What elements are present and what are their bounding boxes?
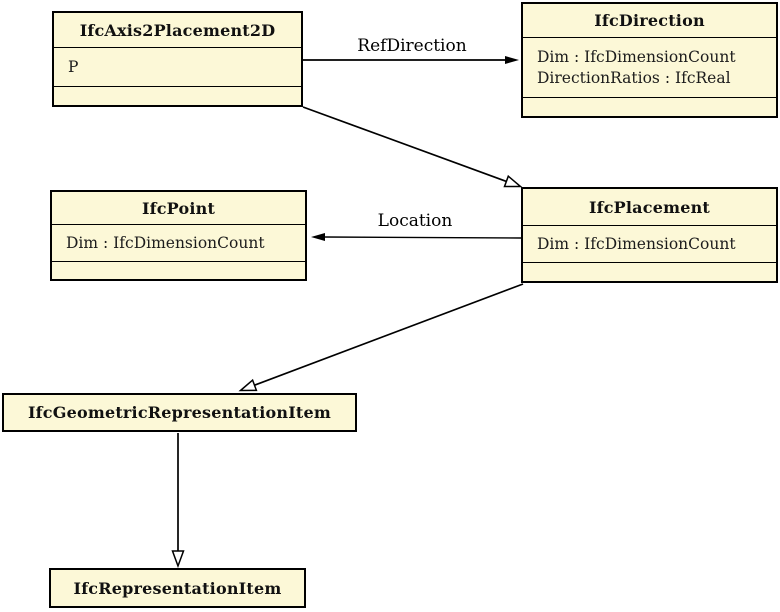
class-ifcgeometricrepresentationitem: IfcGeometricRepresentationItem	[2, 393, 357, 432]
class-title: IfcPlacement	[588, 197, 711, 217]
hollow-triangle-arrowhead-icon	[503, 174, 523, 188]
hollow-triangle-arrowhead-icon	[238, 378, 258, 392]
filled-arrowhead-icon	[505, 56, 519, 64]
edge-label-location: Location	[377, 211, 453, 231]
location-association-arrow	[311, 233, 522, 241]
refdirection-association-arrow	[303, 56, 519, 64]
class-ifcrepresentationitem: IfcRepresentationItem	[49, 568, 306, 608]
class-attributes: Dim : IfcDimensionCount	[52, 224, 305, 261]
class-operations-empty	[54, 86, 301, 105]
class-ifcdirection: IfcDirection Dim : IfcDimensionCount Dir…	[521, 2, 778, 118]
class-title: IfcAxis2Placement2D	[79, 20, 276, 40]
filled-arrowhead-icon	[311, 233, 325, 241]
class-attribute: P	[68, 57, 79, 76]
class-attributes: Dim : IfcDimensionCount DirectionRatios …	[523, 37, 776, 97]
hollow-triangle-arrowhead-icon	[171, 550, 185, 569]
class-title: IfcDirection	[594, 11, 705, 30]
class-title: IfcRepresentationItem	[73, 578, 282, 598]
class-ifcpoint: IfcPoint Dim : IfcDimensionCount	[50, 190, 307, 281]
class-attributes: Dim : IfcDimensionCount	[523, 225, 776, 262]
class-operations-empty	[523, 97, 776, 116]
edge-label-refdirection: RefDirection	[357, 36, 467, 56]
class-attribute: Dim : IfcDimensionCount	[537, 47, 736, 66]
class-title: IfcPoint	[141, 198, 216, 218]
class-attribute: Dim : IfcDimensionCount	[66, 233, 265, 252]
class-attribute: DirectionRatios : IfcReal	[537, 68, 731, 87]
class-attributes: P	[54, 47, 301, 86]
class-attribute: Dim : IfcDimensionCount	[537, 234, 736, 253]
class-operations-empty	[52, 261, 305, 279]
class-ifcplacement: IfcPlacement Dim : IfcDimensionCount	[521, 187, 778, 283]
class-title: IfcGeometricRepresentationItem	[28, 403, 331, 422]
class-ifcaxis2placement2d: IfcAxis2Placement2D P	[52, 11, 303, 107]
generalization-arrow-placement-to-geometricrepresentationitem	[238, 283, 524, 392]
generalization-arrow-axis2placement2d-to-placement	[302, 106, 523, 188]
generalization-arrow-geometricrepresentationitem-to-representationitem	[171, 433, 185, 569]
class-operations-empty	[523, 262, 776, 281]
